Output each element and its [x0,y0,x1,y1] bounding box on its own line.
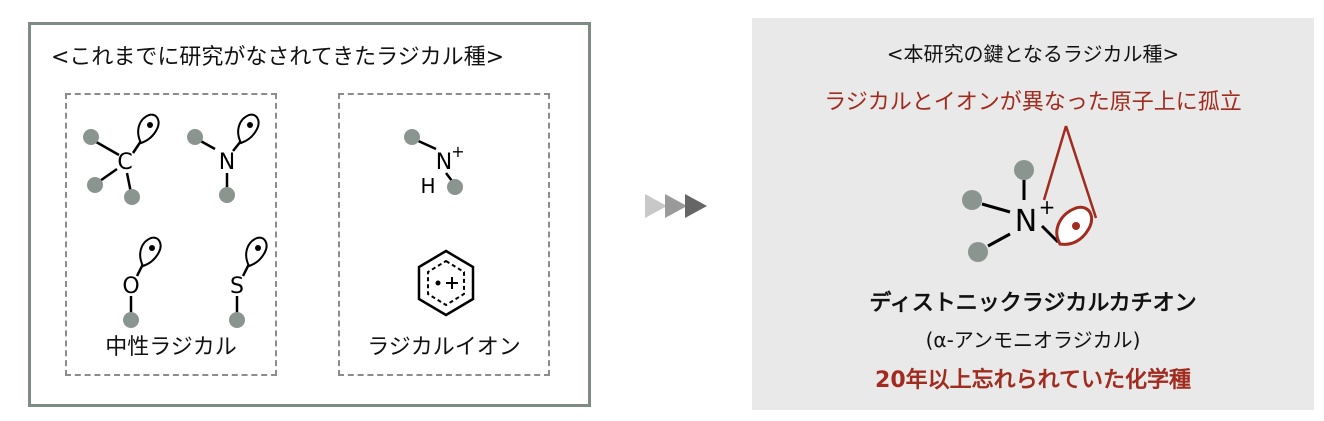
key-radical-panel: <本研究の鍵となるラジカル種> ラジカルとイオンが異なった原子上に孤立 N + … [752,18,1314,410]
key-radical-title: <本研究の鍵となるラジカル種> [886,42,1180,66]
nitrogen-atom-label: N [219,150,235,175]
radical-ions-box: N + H ラジカルイオン [338,93,550,376]
aminium-radical-structure: N + H [404,129,465,198]
oxygen-atom-label: O [122,274,139,299]
substituent-icon [962,190,982,210]
known-radicals-panel: <これまでに研究がなされてきたラジカル種> C N [28,22,591,407]
carbon-radical-structure: C [83,113,160,205]
alpha-ammonio-radical-subname: (α-アンモニオラジカル) [925,328,1141,352]
substituent-icon [447,179,463,195]
distonic-radical-name: ディストニックラジカルカチオン [869,291,1197,316]
bond [232,140,242,152]
radical-dot-icon [149,245,155,251]
neutral-radicals-box: C N O S [65,93,277,376]
hydrogen-atom-label: H [420,174,435,198]
substituent-icon [123,312,139,328]
substituent-icon [1014,160,1034,180]
bond [1040,224,1060,244]
substituent-icon [187,129,203,145]
substituent-icon [404,129,420,145]
nitrogen-atom-label: N [1015,204,1037,239]
substituent-icon [124,189,140,205]
sulfur-atom-label: S [230,274,244,299]
neutral-radicals-label: 中性ラジカル [105,335,237,360]
radical-dot-icon [255,245,261,251]
substituent-icon [229,312,245,328]
callout-line [1064,125,1098,219]
carbon-atom-label: C [117,150,132,175]
sulfur-radical-structure: S [229,236,268,328]
known-radicals-title: <これまでに研究がなされてきたラジカル種> [51,45,505,70]
isolation-annotation: ラジカルとイオンが異なった原子上に孤立 [824,90,1242,115]
triple-arrow-icon [645,194,707,218]
bond [981,202,1011,214]
distonic-radical-structure: N + [962,125,1098,262]
radical-orbital-icon [139,236,162,268]
forgotten-species-tagline: 20年以上忘れられていた化学種 [875,368,1191,393]
radical-dot-icon [247,122,253,128]
radical-orbital-icon [237,113,260,145]
positive-charge-label: + [1039,195,1056,219]
bond [987,232,1011,248]
nitrogen-radical-structure: N [187,113,260,203]
bond [445,172,453,182]
nitrogen-atom-label: N [436,150,452,175]
positive-charge-label: + [451,142,464,161]
bond [131,140,143,154]
substituent-icon [87,177,103,193]
oxygen-radical-structure: O [122,236,162,328]
radical-orbital-icon [245,236,268,268]
radical-dot-icon [1072,222,1080,230]
substituent-icon [83,129,99,145]
callout-line [1042,125,1068,201]
benzene-radical-cation-icon [417,249,475,317]
radical-ions-label: ラジカルイオン [367,335,521,360]
substituent-icon [219,187,235,203]
substituent-icon [968,242,988,262]
radical-orbital-icon [137,113,160,145]
radical-dot-icon [147,122,153,128]
